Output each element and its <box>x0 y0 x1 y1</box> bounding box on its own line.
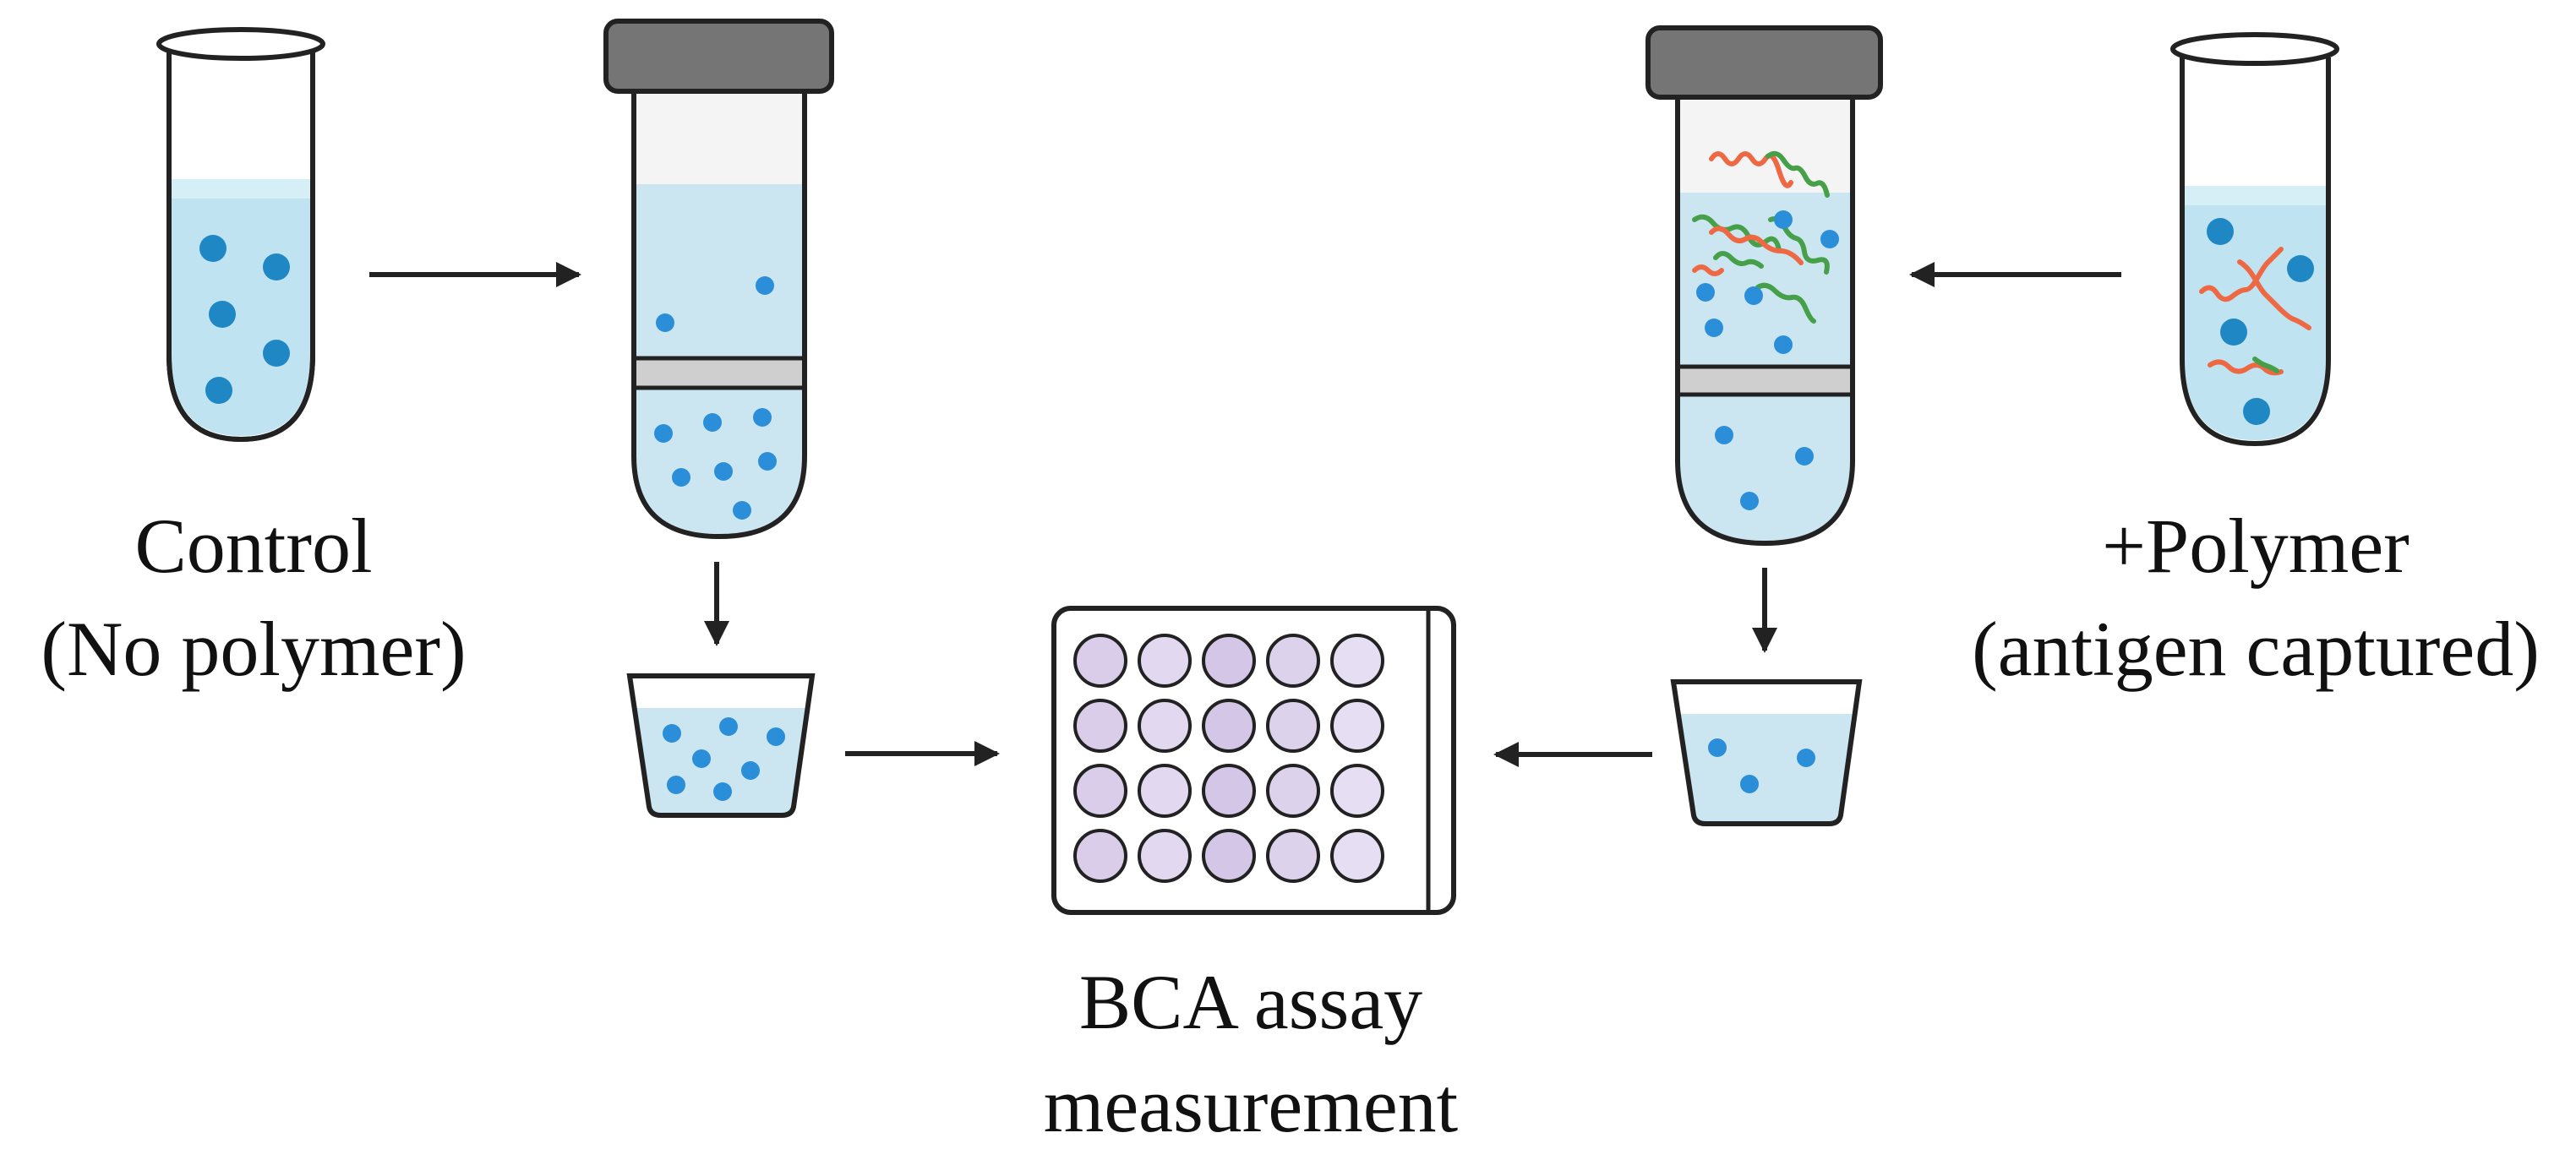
control-label: Control (No polymer) <box>0 494 507 700</box>
polymer-test-tube-icon <box>2170 32 2339 447</box>
plate-well <box>1073 634 1127 688</box>
well-plate-icon <box>1051 606 1456 915</box>
polymer-collection-cup-icon <box>1670 679 1863 826</box>
particle-icon <box>199 235 290 404</box>
plate-well <box>1330 699 1384 753</box>
bca-label: BCA assay measurement <box>955 950 1547 1157</box>
plate-well <box>1330 829 1384 883</box>
plate-well <box>1330 764 1384 818</box>
plate-well <box>1073 699 1127 753</box>
plate-well <box>1330 634 1384 688</box>
polymer-label: +Polymer (antigen captured) <box>1935 494 2576 700</box>
arrow-icon <box>369 262 2121 767</box>
polymer-chain-icon <box>1692 150 1830 324</box>
plate-well <box>1266 634 1320 688</box>
plate-well <box>1073 829 1127 883</box>
plate-well <box>1266 699 1320 753</box>
plate-well <box>1138 699 1192 753</box>
plate-well <box>1202 764 1256 818</box>
control-collection-cup-icon <box>626 673 816 818</box>
control-filter-tube-icon <box>603 19 834 540</box>
plate-well <box>1266 829 1320 883</box>
polymer-label-line2: (antigen captured) <box>1972 606 2540 692</box>
bca-label-line2: measurement <box>1043 1062 1459 1148</box>
control-test-tube-icon <box>156 27 325 443</box>
plate-well <box>1138 764 1192 818</box>
bca-label-line1: BCA assay <box>1078 959 1423 1045</box>
polymer-label-line1: +Polymer <box>2102 503 2410 589</box>
plate-well <box>1202 699 1256 753</box>
plate-well <box>1138 634 1192 688</box>
control-label-line1: Control <box>134 503 373 589</box>
plate-well <box>1266 764 1320 818</box>
polymer-filter-tube-icon <box>1645 25 1883 547</box>
plate-well <box>1202 829 1256 883</box>
plate-well <box>1138 829 1192 883</box>
plate-well <box>1073 764 1127 818</box>
control-label-line2: (No polymer) <box>41 606 467 692</box>
plate-well <box>1202 634 1256 688</box>
